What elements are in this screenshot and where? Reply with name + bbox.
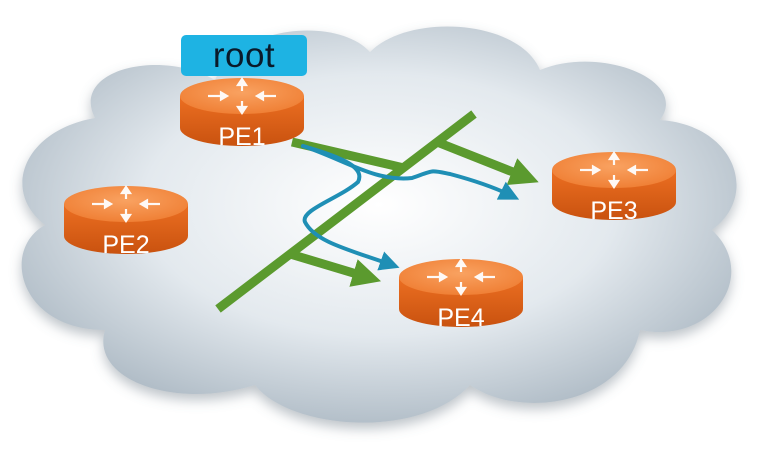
root-badge: root <box>181 35 307 76</box>
data-paths <box>301 144 520 271</box>
router-pe4: PE4 <box>397 257 525 332</box>
tree-branch-pe3 <box>435 137 539 186</box>
router-label: PE4 <box>437 304 484 332</box>
router-label: PE3 <box>590 197 637 225</box>
tree-trunk <box>215 110 477 313</box>
multicast-tree <box>215 110 539 313</box>
router-label: PE2 <box>102 231 149 259</box>
router-pe3: PE3 <box>550 150 678 225</box>
router-pe2: PE2 <box>62 184 190 259</box>
router-pe1: PE1 <box>178 76 306 151</box>
path-to-pe4 <box>301 144 400 271</box>
router-label: PE1 <box>218 123 265 151</box>
tree-branch-pe4 <box>288 249 382 287</box>
